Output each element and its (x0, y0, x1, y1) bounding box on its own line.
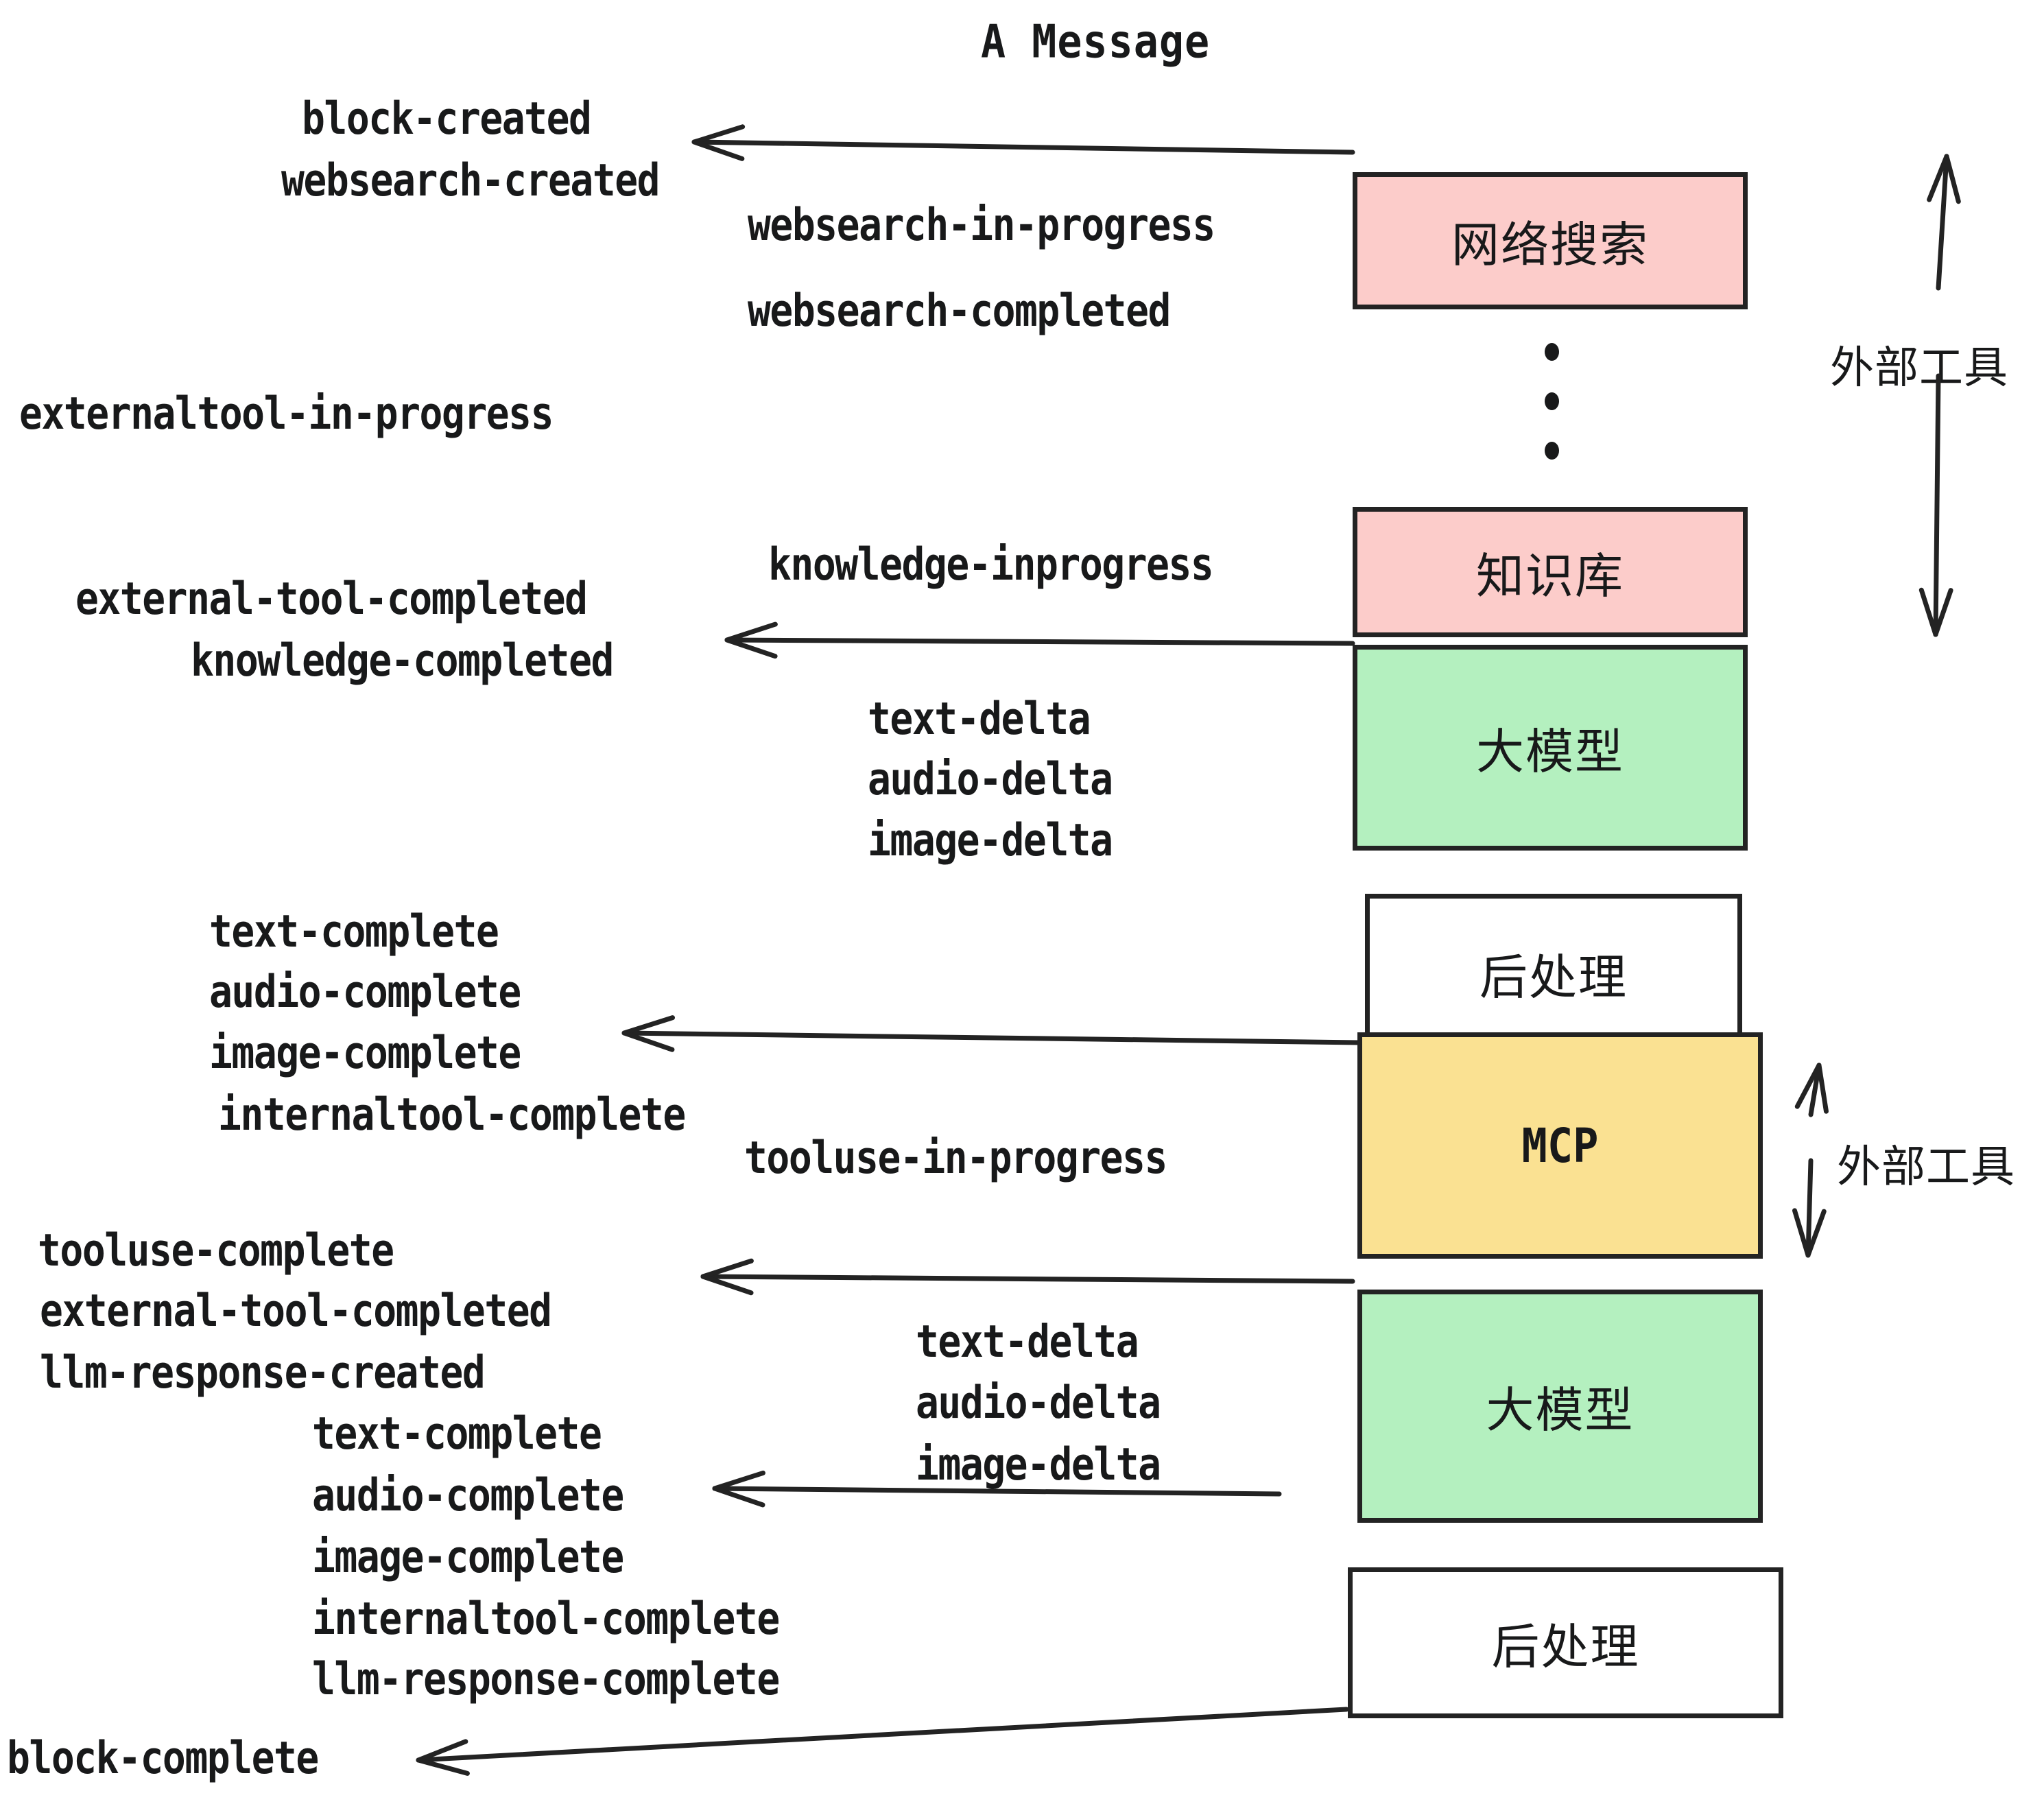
bracket-label-external-tools-top: 外部工具 (1830, 343, 2008, 394)
event-label-image-complete-2: image-complete (312, 1530, 624, 1583)
event-label-image-complete-1: image-complete (209, 1026, 521, 1079)
event-label-image-delta-1: image-delta (868, 814, 1113, 866)
bracket-external-bottom-down-head (1792, 1208, 1827, 1258)
node-box-llm-1: 大模型 (1353, 645, 1748, 851)
event-label-external-tool-completed: external-tool-completed (75, 572, 588, 625)
arrow-tooluse-shaft (700, 1274, 1355, 1284)
arrow-block-created-head (691, 124, 746, 161)
node-box-post-1: 后处理 (1365, 894, 1742, 1053)
node-box-label: 大模型 (1476, 723, 1624, 780)
event-label-internaltool-complete-2: internaltool-complete (312, 1592, 780, 1645)
vertical-ellipsis-icon (1545, 343, 1559, 491)
event-label-knowledge-inprogress: knowledge-inprogress (768, 538, 1214, 591)
event-label-block-created: block-created (302, 92, 592, 145)
event-label-llm-response-complete: llm-response-complete (312, 1652, 780, 1705)
bracket-external-top-down-head (1918, 587, 1953, 637)
bracket-external-top-up-head (1927, 154, 1961, 204)
event-label-image-delta-2: image-delta (916, 1438, 1161, 1491)
node-box-label: 后处理 (1479, 949, 1628, 1006)
node-box-mcp: MCP (1357, 1032, 1763, 1259)
node-box-label: 大模型 (1486, 1381, 1635, 1438)
event-label-llm-response-created: llm-response-created (40, 1346, 486, 1399)
event-label-audio-complete-1: audio-complete (209, 965, 521, 1018)
ellipsis-dot-icon (1545, 392, 1559, 410)
event-label-text-delta-1: text-delta (868, 692, 1091, 745)
bracket-external-bottom-up-shaft (1808, 1063, 1822, 1117)
event-label-internaltool-complete-1: internaltool-complete (218, 1088, 686, 1141)
event-label-audio-delta-1: audio-delta (868, 752, 1113, 805)
event-label-audio-delta-2: audio-delta (916, 1376, 1161, 1429)
event-label-text-delta-2: text-delta (916, 1315, 1139, 1368)
event-label-knowledge-completed: knowledge-completed (191, 634, 614, 687)
event-label-websearch-created: websearch-created (281, 154, 661, 206)
node-box-websearch: 网络搜索 (1353, 172, 1748, 309)
bracket-external-bottom-down-shaft (1805, 1158, 1814, 1258)
bracket-label-external-tools-bottom: 外部工具 (1837, 1142, 2015, 1193)
bracket-external-bottom-up-head (1794, 1063, 1829, 1114)
arrow-knowledge-shaft (724, 637, 1355, 646)
event-label-externaltool-in-progress: externaltool-in-progress (19, 387, 554, 440)
arrow-image-complete-shaft (621, 1030, 1362, 1045)
event-label-external-tool-completed-2: external-tool-completed (40, 1284, 552, 1337)
event-label-text-complete-1: text-complete (209, 905, 499, 958)
event-label-tooluse-complete: tooluse-complete (38, 1224, 394, 1277)
arrow-block-complete-shaft (416, 1707, 1349, 1763)
arrow-audio-complete-head (712, 1470, 765, 1508)
ellipsis-dot-icon (1545, 442, 1559, 460)
node-box-label: MCP (1521, 1117, 1599, 1174)
node-box-knowledge: 知识库 (1353, 507, 1748, 637)
node-box-label: 后处理 (1491, 1618, 1640, 1675)
arrow-knowledge-head (724, 621, 778, 659)
arrow-block-complete-head (416, 1739, 470, 1776)
ellipsis-dot-icon (1545, 343, 1559, 361)
node-box-label: 网络搜索 (1451, 216, 1649, 273)
arrow-block-created-shaft (691, 139, 1355, 155)
page-title: A Message (981, 15, 1211, 69)
arrow-image-complete-head (621, 1015, 676, 1052)
event-label-websearch-completed: websearch-completed (748, 284, 1171, 337)
event-label-block-complete: block-complete (7, 1731, 319, 1784)
arrow-tooluse-head (700, 1258, 754, 1296)
node-box-llm-2: 大模型 (1357, 1290, 1763, 1523)
bracket-external-top-up-shaft (1936, 154, 1949, 291)
event-label-text-complete-2: text-complete (312, 1407, 602, 1460)
node-box-label: 知识库 (1476, 547, 1624, 604)
node-box-post-2: 后处理 (1348, 1567, 1783, 1718)
bracket-external-top-down-shaft (1933, 373, 1941, 637)
event-label-tooluse-in-progress: tooluse-in-progress (744, 1131, 1167, 1184)
event-label-websearch-in-progress: websearch-in-progress (748, 198, 1215, 251)
event-label-audio-complete-2: audio-complete (312, 1469, 624, 1521)
